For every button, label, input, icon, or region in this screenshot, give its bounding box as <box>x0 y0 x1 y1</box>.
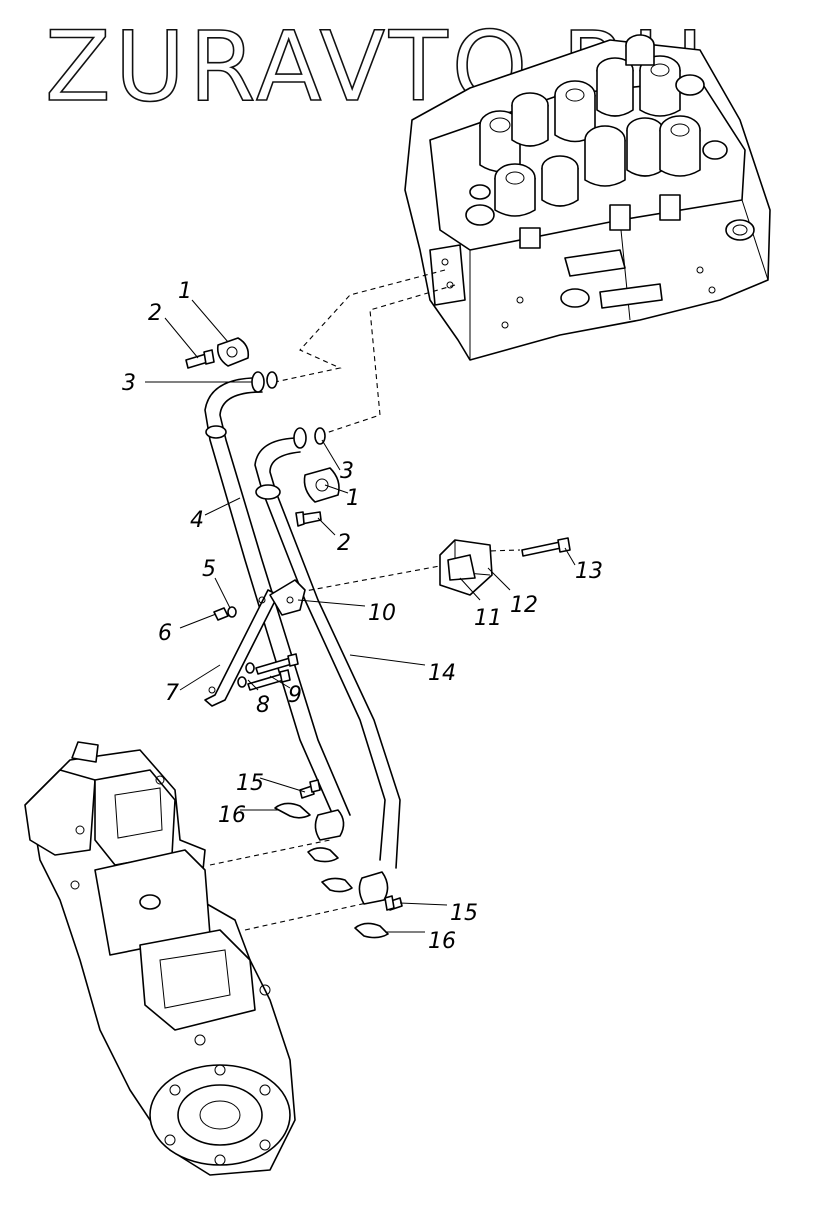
o-ring-3-upper <box>251 371 278 393</box>
bolt-2-upper <box>185 349 215 369</box>
callout-15-lower: 15 <box>450 901 478 926</box>
callout-2-upper: 2 <box>148 301 162 326</box>
clamp-half-16-upper <box>274 802 339 863</box>
callout-1-lower: 1 <box>346 486 360 511</box>
pump-drive-shaft <box>71 741 99 763</box>
pipe-end-lower-1 <box>314 809 345 841</box>
valve-port-front <box>560 288 590 308</box>
callout-2-lower: 2 <box>337 531 351 556</box>
pipe-4 <box>204 377 351 821</box>
bolt-9 <box>247 653 299 691</box>
callout-9: 9 <box>288 683 302 708</box>
nut-6 <box>213 607 229 621</box>
callout-13: 13 <box>575 559 603 584</box>
callout-16-upper: 16 <box>218 803 246 828</box>
callout-12: 12 <box>510 593 538 618</box>
callout-1-upper: 1 <box>178 279 192 304</box>
bracket-7 <box>204 589 279 707</box>
o-ring-3-lower <box>293 427 326 449</box>
callout-3-upper: 3 <box>122 371 136 396</box>
callout-11: 11 <box>474 606 502 631</box>
pipe-14 <box>254 437 401 869</box>
callout-leaders <box>145 299 576 933</box>
pipe-end-lower-2 <box>358 871 389 905</box>
pump-regulator-lower <box>139 929 256 1031</box>
callout-4: 4 <box>190 508 204 533</box>
callout-labels: 1 2 3 4 3 1 2 5 6 7 8 9 10 11 12 13 14 1… <box>122 279 603 954</box>
clamp-10 <box>269 579 306 616</box>
callout-15-upper: 15 <box>236 771 264 796</box>
callout-10: 10 <box>368 601 396 626</box>
valve-cartridges <box>465 34 728 249</box>
callout-3-lower: 3 <box>340 459 354 484</box>
flange-1-lower <box>303 467 340 503</box>
washer-5 <box>227 606 237 618</box>
control-valve-block <box>404 34 771 361</box>
bolt-2-lower <box>295 511 322 527</box>
hydraulic-pump-assembly <box>24 741 296 1176</box>
callout-8: 8 <box>256 693 270 718</box>
flange-1-upper <box>216 337 250 367</box>
callout-6: 6 <box>158 621 172 646</box>
callout-7: 7 <box>165 681 179 706</box>
callout-5: 5 <box>202 557 216 582</box>
callout-14: 14 <box>428 661 456 686</box>
clamp-half-16-lower <box>321 877 389 939</box>
callout-16-lower: 16 <box>428 929 456 954</box>
bolt-15-lower <box>384 895 403 911</box>
washer-8 <box>237 662 255 688</box>
valve-port-side <box>725 219 755 241</box>
bolt-15-upper <box>299 779 321 799</box>
clamp-block-11-12 <box>439 539 493 596</box>
bolt-13 <box>521 537 571 557</box>
